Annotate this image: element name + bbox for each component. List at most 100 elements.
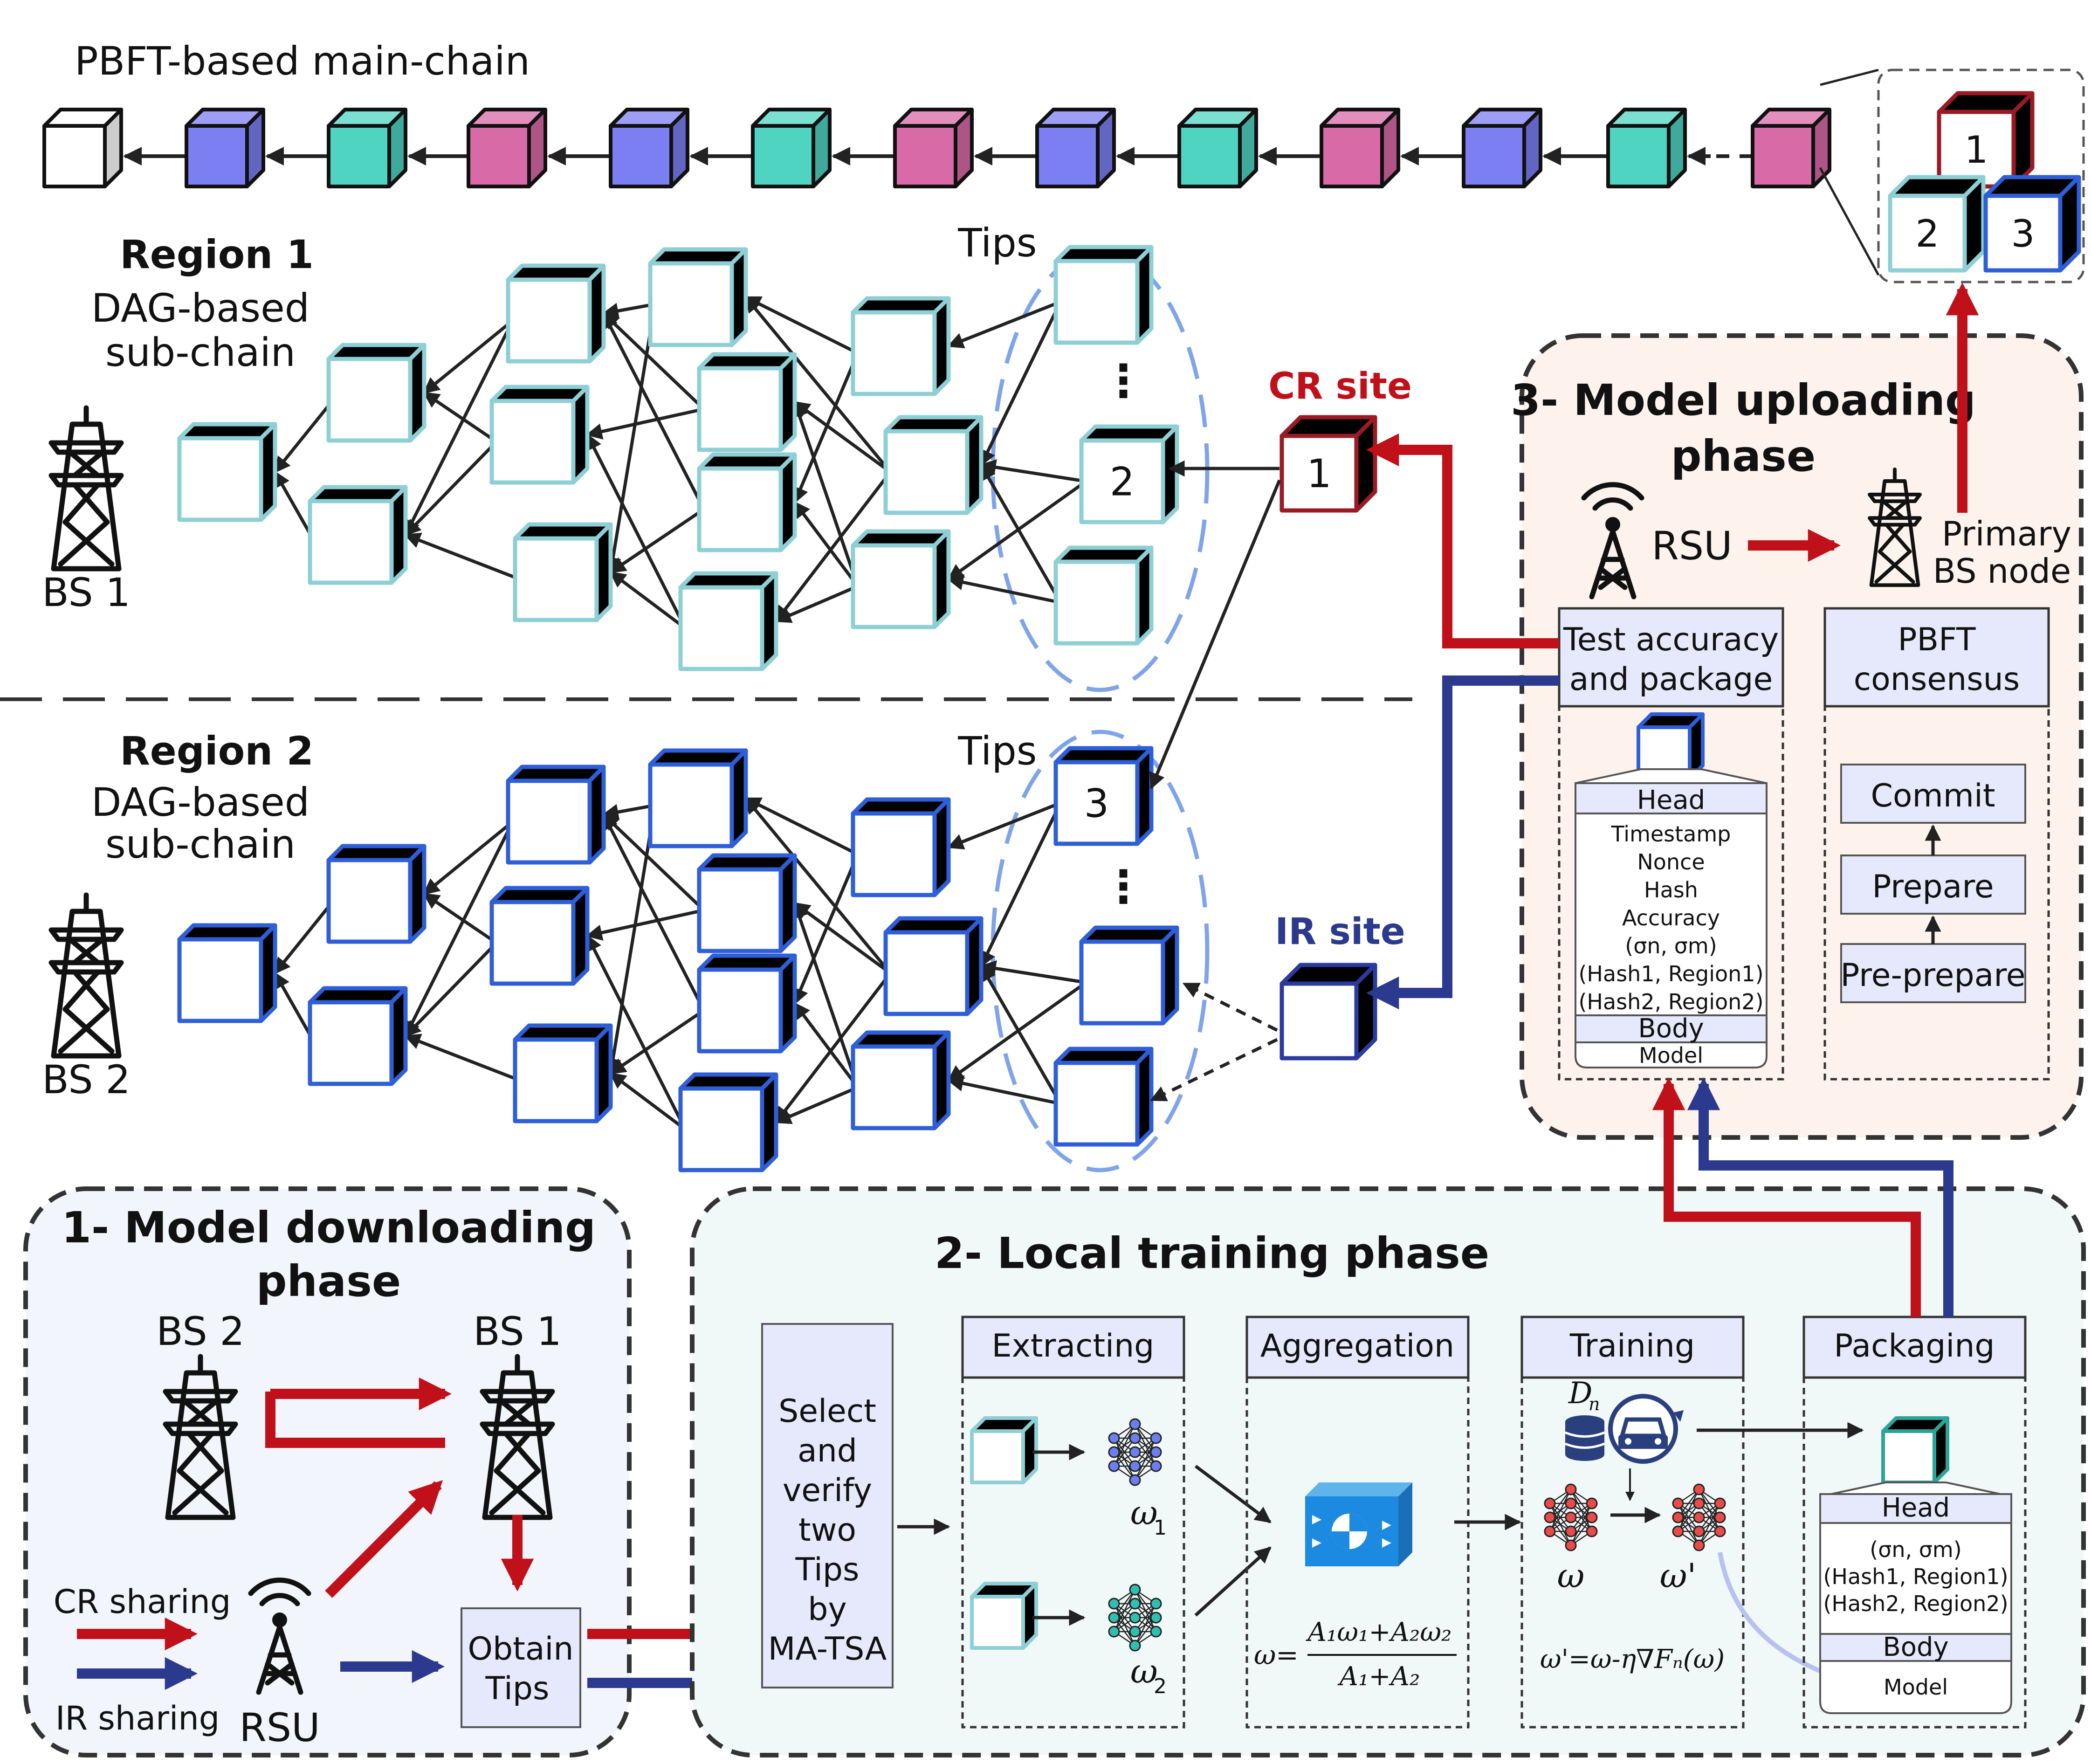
phase1-bs1-label: BS 1 (473, 1309, 562, 1354)
region2-dag-edge (791, 902, 860, 1088)
region2-dag-edge (585, 909, 704, 941)
region1-dag-edge (609, 571, 687, 630)
pack-model: Model (1884, 1674, 1948, 1700)
region1-dag-edge (791, 400, 860, 587)
bs2-tower-icon (48, 892, 124, 1059)
region2-dag-block (648, 748, 748, 848)
primary-bs-label-1: Primary (1942, 514, 2071, 553)
region2-dag-edge (404, 1034, 521, 1082)
main-chain-block-8 (1035, 108, 1116, 188)
p3-body: Body (1638, 1013, 1704, 1044)
region2-dag-edge (947, 1075, 1061, 1105)
p3-head-field: Nonce (1637, 849, 1705, 875)
region1-dag-edge (793, 400, 892, 474)
pack-head-field: (Hash1, Region1) (1823, 1564, 2008, 1589)
region1-dag-edge (423, 391, 497, 443)
select-line: Select (778, 1393, 876, 1430)
region2-dag-edge (609, 1072, 687, 1131)
region1-dag-edge (404, 532, 521, 581)
region1-dag-edge (274, 399, 335, 474)
zoom-cube-1: 1 (1937, 91, 2035, 189)
region1-dag-block (697, 452, 797, 552)
region1-dag-edge (404, 319, 515, 537)
region-1: Region 1 DAG-based sub-chain BS 1 Tips ⋮… (42, 220, 1210, 692)
w2-sub: 2 (1154, 1674, 1167, 1698)
main-chain-block-3 (327, 108, 407, 188)
region2-dag-edge (744, 797, 892, 974)
region1-dots: ⋮ (1101, 355, 1146, 407)
region2-dag-edge (793, 902, 892, 975)
main-chain-block-6 (751, 108, 832, 188)
region1-dag-edge (775, 471, 892, 623)
region2-dag-edge (979, 802, 1062, 968)
phase3-panel: 3- Model uploading phase RSU Primary BS … (1511, 333, 2084, 1140)
pbft-line-1: PBFT (1898, 621, 1976, 658)
prepare-box (1840, 854, 2026, 915)
region1-dag-edge (947, 480, 1087, 581)
region1-dag-edge (793, 501, 859, 587)
pack-body: Body (1883, 1632, 1948, 1662)
main-chain-block-13 (1751, 108, 1831, 188)
phase3-rsu-label: RSU (1651, 523, 1732, 569)
extract-cube-1 (970, 1416, 1038, 1484)
region2-title: Region 2 (120, 728, 314, 774)
phase3-title-1: 3- Model uploading (1511, 375, 1976, 425)
dn-sub: n (1589, 1394, 1600, 1414)
bs1-label: BS 1 (42, 570, 131, 615)
ir-sharing-label: IR sharing (55, 1699, 220, 1737)
phase1-bs2-tower-icon (163, 1354, 238, 1520)
cr-site-cube-number: 1 (1307, 451, 1331, 496)
main-chain-block-9 (1177, 108, 1258, 188)
region1-dag-edge (979, 463, 1062, 604)
region1-dag-edge (585, 433, 687, 629)
train-formula: ω'=ω-η∇Fₙ(ω) (1540, 1644, 1725, 1674)
training-label: Training (1569, 1328, 1695, 1364)
main-chain-block-10 (1320, 108, 1400, 188)
region1-dag-edge (423, 319, 514, 394)
region1-dag-edge (605, 303, 657, 574)
obtain-tips-line-2: Tips (485, 1670, 550, 1707)
region1-dag-block (513, 522, 613, 622)
phase1-rsu-antenna-icon (248, 1578, 311, 1695)
p3-head-field: (Hash2, Region2) (1578, 989, 1763, 1014)
w1-symbol: ω (1130, 1493, 1158, 1532)
w1-sub: 1 (1154, 1516, 1167, 1540)
nn-train-icon (1544, 1483, 1598, 1551)
region1-dag-edge (979, 301, 1062, 467)
obtain-tips-box (461, 1607, 581, 1728)
region2-dag-edge (404, 820, 515, 1038)
region2-dag-edge (274, 900, 335, 975)
region2-dots: ⋮ (1101, 861, 1146, 913)
extracting-label: Extracting (992, 1328, 1155, 1364)
select-line: two (798, 1512, 856, 1549)
region1-dag-edge (404, 441, 498, 537)
main-chain-title: PBFT-based main-chain (75, 38, 530, 84)
preprepare-label: Pre-prepare (1840, 957, 2025, 994)
phase1-panel: 1- Model downloading phase BS 2 BS 1 CR … (23, 1186, 755, 1757)
region2-dag-edge (947, 981, 1087, 1082)
region1-dag-edge (979, 459, 1087, 483)
region1-dag-edge (602, 312, 705, 411)
zoom-cube-2: 2 (1888, 175, 1986, 273)
select-line: by (808, 1591, 846, 1628)
ir-site-label: IR site (1275, 911, 1405, 953)
commit-label: Commit (1871, 778, 1995, 814)
zoom-cube-1-number: 1 (1965, 128, 1988, 172)
region1-dag-block (308, 485, 408, 585)
select-line: verify (783, 1472, 872, 1509)
region2-tips-ellipse (990, 730, 1210, 1172)
pbft-line-2: consensus (1854, 661, 2020, 698)
pack-package-cube (1881, 1416, 1949, 1484)
region2-dag-block (851, 1030, 951, 1130)
region1-tips-label: Tips (957, 220, 1037, 266)
test-accuracy-line-2: and package (1569, 661, 1773, 698)
region2-dag-block (697, 953, 797, 1054)
region1-subtitle-1: DAG-based (91, 285, 310, 331)
region2-dag-block (326, 844, 426, 944)
nn-w2-icon (1108, 1584, 1162, 1652)
main-chain-block-5 (609, 108, 689, 188)
routing-arrows (1366, 282, 1979, 1317)
region2-dag-edge (423, 820, 514, 896)
